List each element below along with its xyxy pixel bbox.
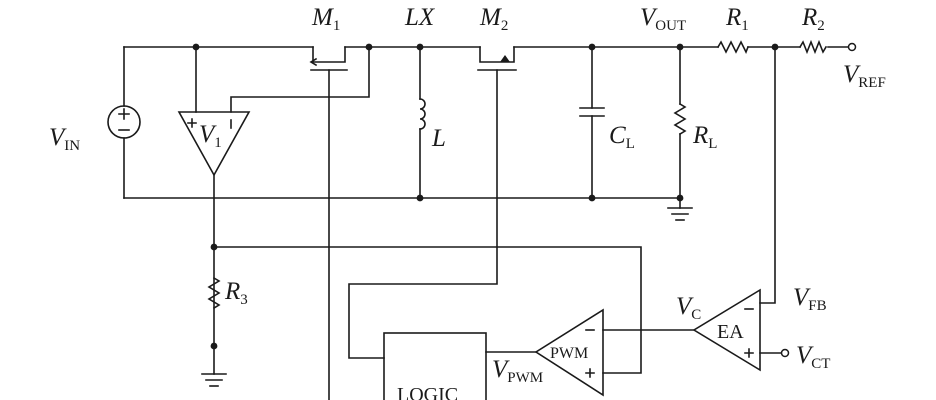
label-vout: VOUT bbox=[640, 4, 686, 34]
label-r3: R3 bbox=[224, 278, 248, 308]
m2-transistor bbox=[348, 46, 517, 359]
capacitor-cl bbox=[579, 46, 605, 199]
label-vfb: VFB bbox=[793, 284, 827, 314]
label-m1: M1 bbox=[311, 4, 340, 34]
label-vin: VIN bbox=[49, 124, 80, 154]
resistor-r3 bbox=[201, 276, 227, 387]
ea-amplifier bbox=[602, 46, 782, 372]
label-vct: VCT bbox=[796, 342, 830, 372]
logic-label: LOGIC bbox=[397, 384, 458, 400]
resistor-r2 bbox=[798, 39, 828, 55]
resistor-r1 bbox=[716, 40, 750, 54]
inductor-l bbox=[419, 46, 426, 199]
label-vpwm: VPWM bbox=[492, 356, 543, 386]
pwm-comparator bbox=[485, 308, 604, 397]
label-rl: RL bbox=[692, 122, 717, 152]
m1-transistor bbox=[309, 46, 348, 400]
vref-terminal bbox=[847, 42, 857, 52]
junctions bbox=[192, 43, 779, 350]
label-vref: VREF bbox=[843, 61, 886, 91]
ea-label: EA bbox=[717, 321, 744, 343]
vin-source bbox=[107, 46, 141, 199]
label-v1: V1 bbox=[199, 121, 222, 151]
label-vc: VC bbox=[676, 293, 701, 323]
label-cl: CL bbox=[609, 122, 635, 152]
logic-block bbox=[383, 332, 487, 400]
label-l: L bbox=[431, 125, 446, 152]
label-r2: R2 bbox=[801, 4, 825, 34]
ground-rl bbox=[667, 207, 693, 221]
resistor-rl bbox=[673, 46, 687, 209]
label-m2: M2 bbox=[479, 4, 508, 34]
label-r1: R1 bbox=[725, 4, 749, 34]
pwm-label: PWM bbox=[550, 345, 588, 362]
vct-terminal bbox=[780, 348, 790, 358]
sense-line bbox=[213, 246, 642, 374]
label-lx: LX bbox=[404, 4, 436, 31]
v1-amplifier bbox=[177, 46, 370, 347]
